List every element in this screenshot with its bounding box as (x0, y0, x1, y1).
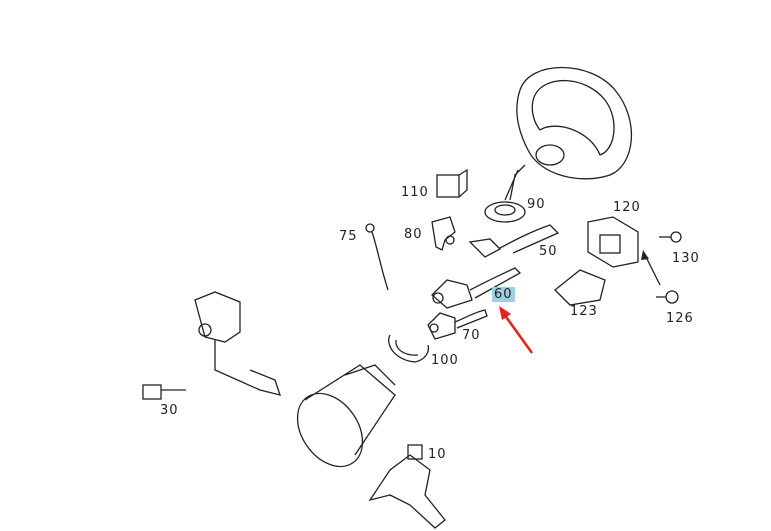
combination-switch-part-60[interactable] (431, 267, 522, 309)
label-75[interactable]: 75 (339, 229, 358, 244)
switch-part-110[interactable] (436, 168, 468, 198)
label-70[interactable]: 70 (462, 328, 481, 343)
switch-part-70[interactable] (427, 309, 488, 340)
pedal-bracket[interactable] (194, 291, 281, 396)
label-110[interactable]: 110 (401, 185, 429, 200)
cable-part-75[interactable] (365, 223, 389, 291)
switch-part-120[interactable] (587, 216, 639, 268)
switch-part-80[interactable] (431, 216, 456, 251)
bolt-part-126[interactable] (656, 290, 679, 304)
reference-arrow (641, 250, 661, 286)
label-123[interactable]: 123 (570, 304, 598, 319)
label-80[interactable]: 80 (404, 227, 423, 242)
highlight-arrow (499, 306, 534, 354)
lever-part-50[interactable] (468, 224, 560, 258)
switch-part-30[interactable] (142, 384, 186, 400)
lower-column-part-10[interactable] (368, 444, 446, 529)
label-10[interactable]: 10 (428, 447, 447, 462)
steering-column-tube[interactable] (284, 364, 396, 479)
label-30[interactable]: 30 (160, 403, 179, 418)
label-100[interactable]: 100 (431, 353, 459, 368)
bracket-part-100[interactable] (388, 334, 430, 363)
label-120[interactable]: 120 (613, 200, 641, 215)
screw-part-130[interactable] (659, 231, 682, 243)
label-130[interactable]: 130 (672, 251, 700, 266)
bracket-part-123[interactable] (554, 269, 606, 306)
steering-wheel[interactable] (516, 66, 633, 180)
label-90[interactable]: 90 (527, 197, 546, 212)
label-60-highlighted[interactable]: 60 (492, 287, 515, 302)
label-126[interactable]: 126 (666, 311, 694, 326)
clock-spring-part-90[interactable] (484, 164, 526, 223)
label-50[interactable]: 50 (539, 244, 558, 259)
